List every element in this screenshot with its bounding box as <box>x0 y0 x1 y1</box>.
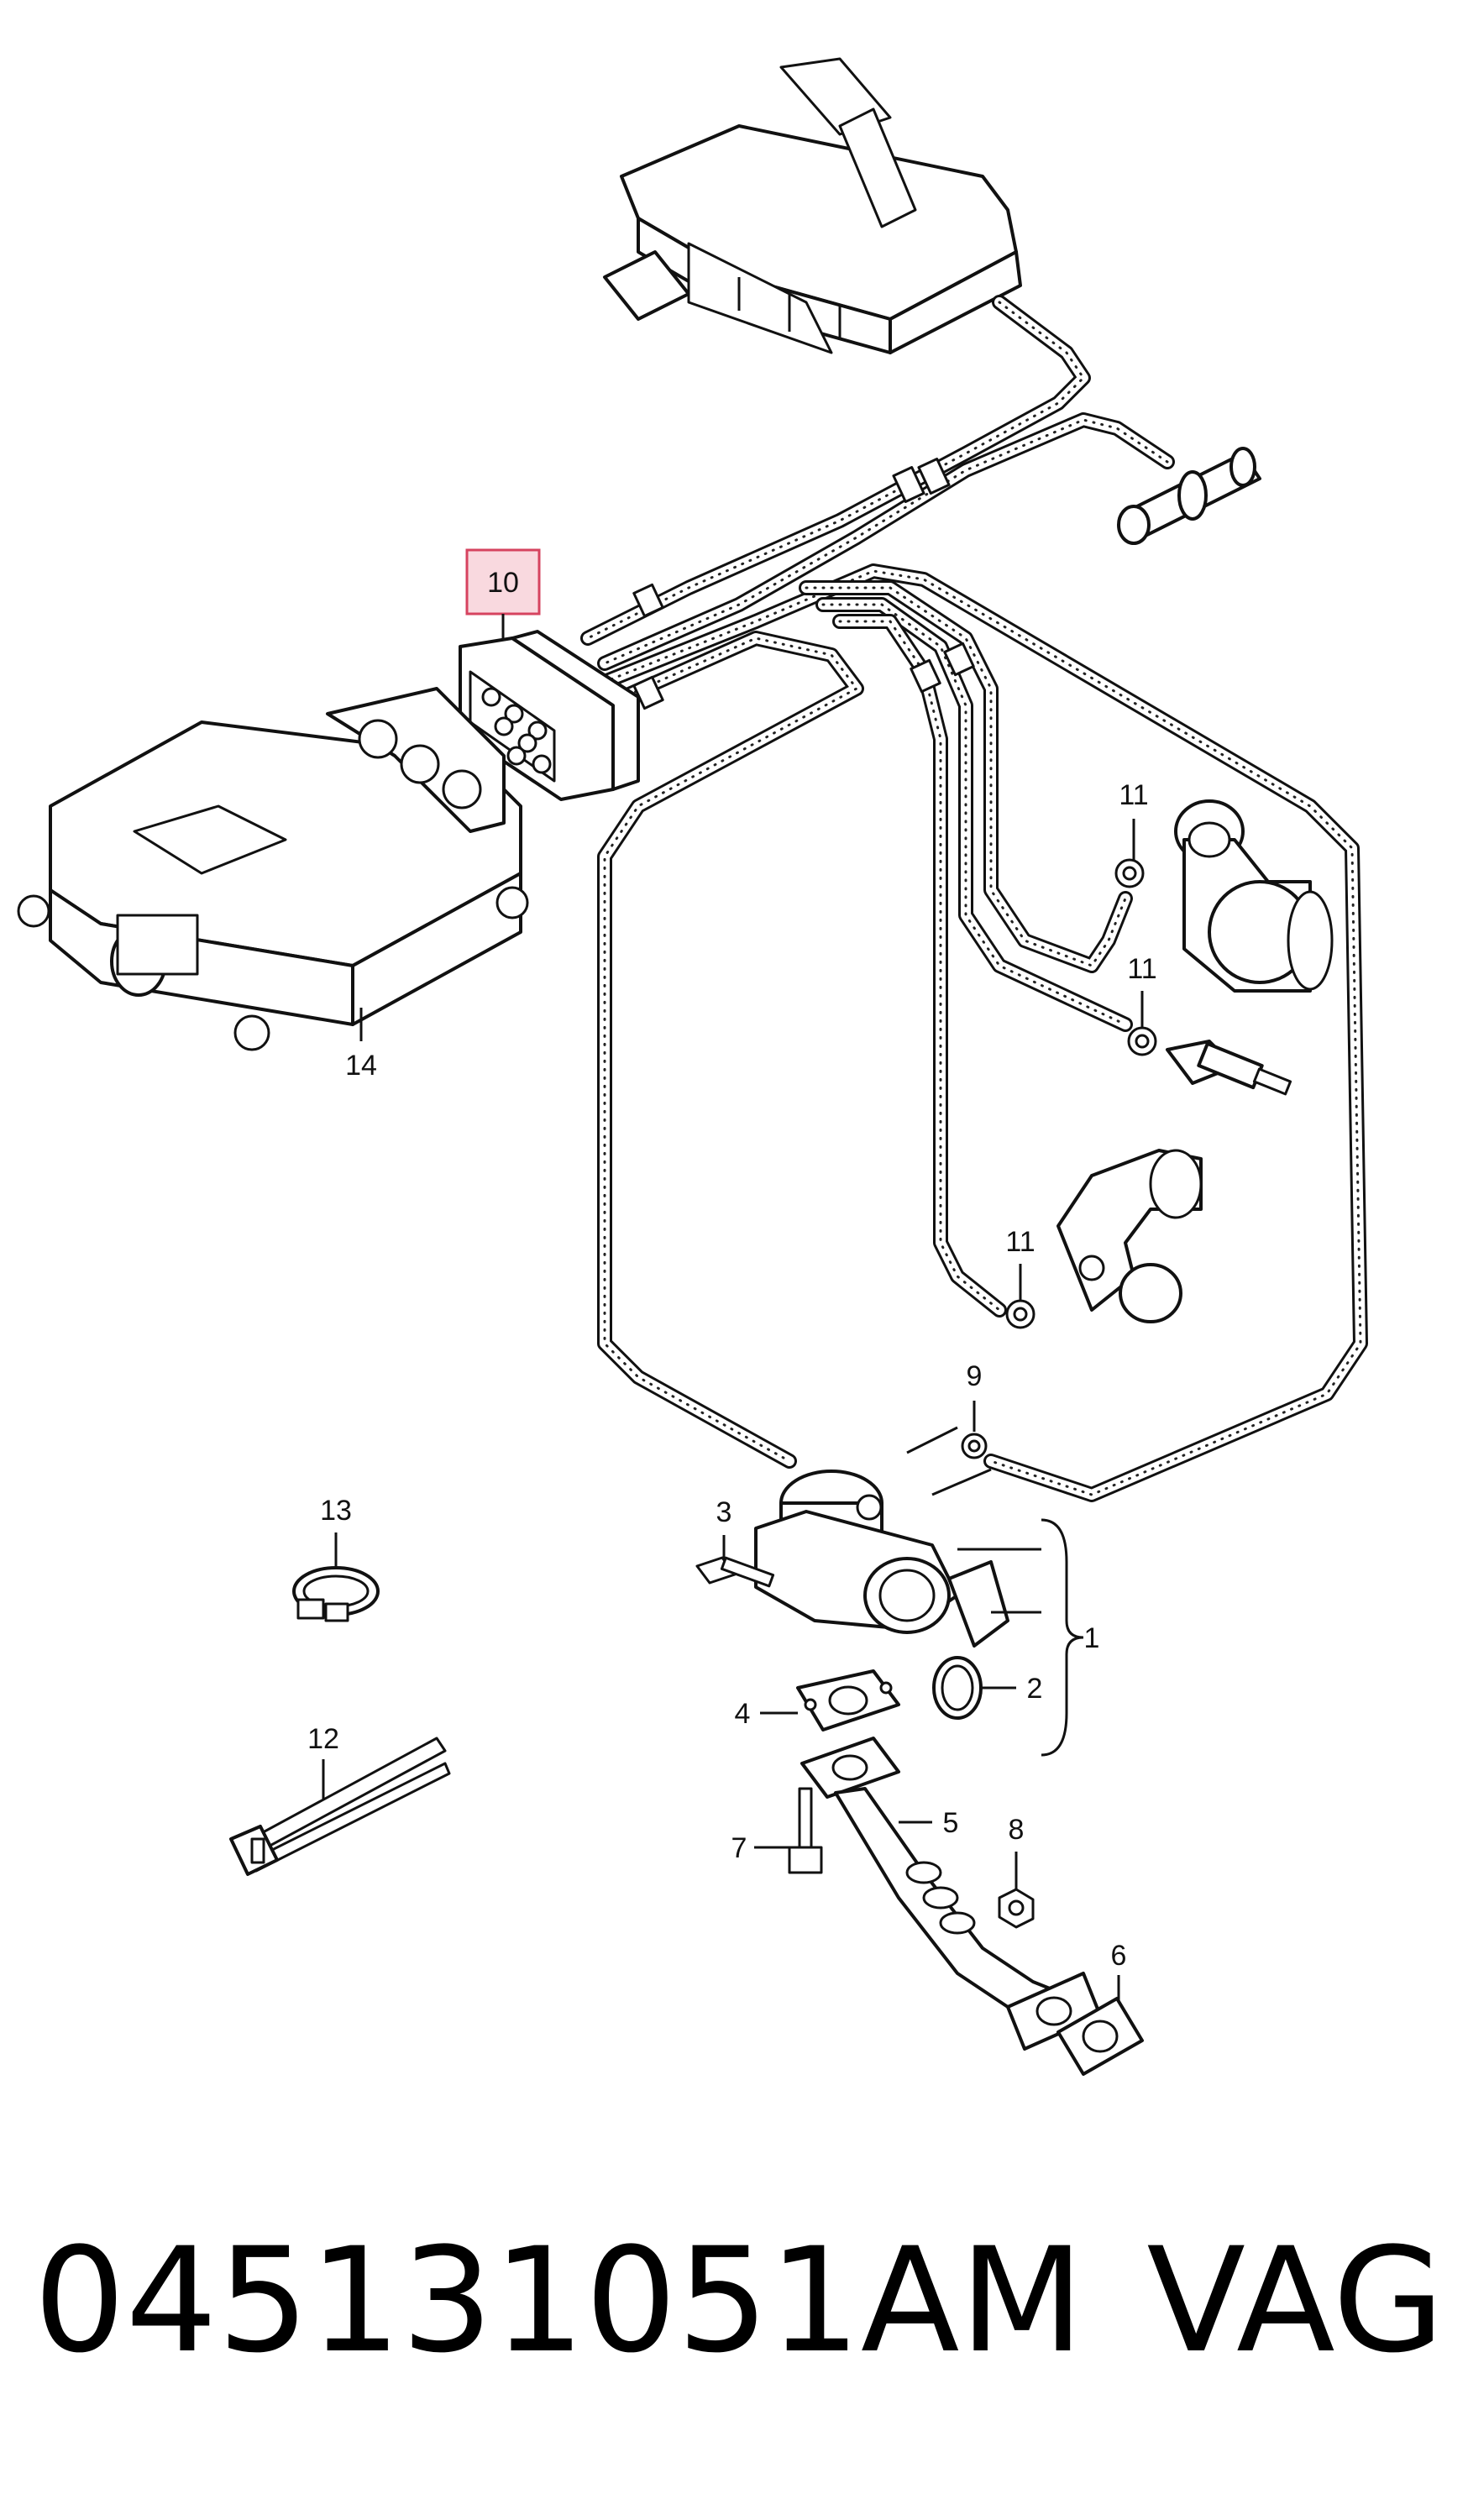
egr-valve-part-1: 1 <box>754 1470 1100 1757</box>
hose-clip-11a: 11 <box>1114 779 1149 888</box>
parts-diagram: 10 14 11 <box>17 57 1368 2076</box>
callout-7: 7 <box>731 1832 747 1864</box>
gasket-part-4: 4 <box>735 1669 900 1732</box>
callout-12: 12 <box>307 1723 339 1755</box>
hose-clip-part-9: 9 <box>906 1360 992 1496</box>
elbow-pipe <box>1056 1149 1203 1323</box>
callout-13: 13 <box>320 1495 352 1527</box>
callout-11b: 11 <box>1127 953 1156 985</box>
egr-pipe-part-5: 5 <box>800 1737 1102 2051</box>
bolt-part-3: 3 <box>695 1496 775 1588</box>
air-filter-housing <box>603 57 1022 354</box>
callout-14: 14 <box>345 1050 377 1082</box>
callout-8: 8 <box>1009 1814 1025 1846</box>
hose-clamp-part-13: 13 <box>292 1495 380 1622</box>
callout-4: 4 <box>735 1698 751 1730</box>
cable-tie-part-12: 12 <box>229 1723 451 1876</box>
callout-11a: 11 <box>1119 779 1148 811</box>
check-valve <box>1166 1040 1292 1096</box>
callout-6: 6 <box>1111 1940 1127 1972</box>
hose-clip-11c: 11 <box>1005 1226 1035 1329</box>
flange-gasket-part-6: 6 <box>1056 1940 1144 2076</box>
callout-10-group: 10 <box>465 548 541 648</box>
callout-1: 1 <box>1084 1622 1100 1654</box>
callout-10: 10 <box>487 567 519 599</box>
callout-9: 9 <box>967 1360 983 1392</box>
vacuum-hoses <box>580 295 1368 1502</box>
pressure-unit <box>1174 799 1334 993</box>
callout-5: 5 <box>943 1807 959 1839</box>
callout-10-highlight <box>465 548 541 616</box>
callout-2: 2 <box>1027 1673 1043 1705</box>
hose-clip-11b: 11 <box>1127 953 1157 1056</box>
connector-block-part-10 <box>459 630 640 801</box>
control-unit-part-14: 14 <box>17 687 529 1082</box>
nut-part-8: 8 <box>998 1814 1035 1929</box>
brand-name: VAG <box>1146 2216 1444 2385</box>
part-number: 045131051AM <box>34 2216 1084 2385</box>
o-ring-part-2: 2 <box>932 1656 1043 1720</box>
callout-11c: 11 <box>1005 1226 1035 1258</box>
footer: 045131051AM VAG <box>34 2217 1444 2385</box>
bolt-part-7: 7 <box>731 1787 823 1874</box>
callout-3: 3 <box>716 1496 732 1528</box>
hose-connector-fitting <box>1117 447 1261 545</box>
